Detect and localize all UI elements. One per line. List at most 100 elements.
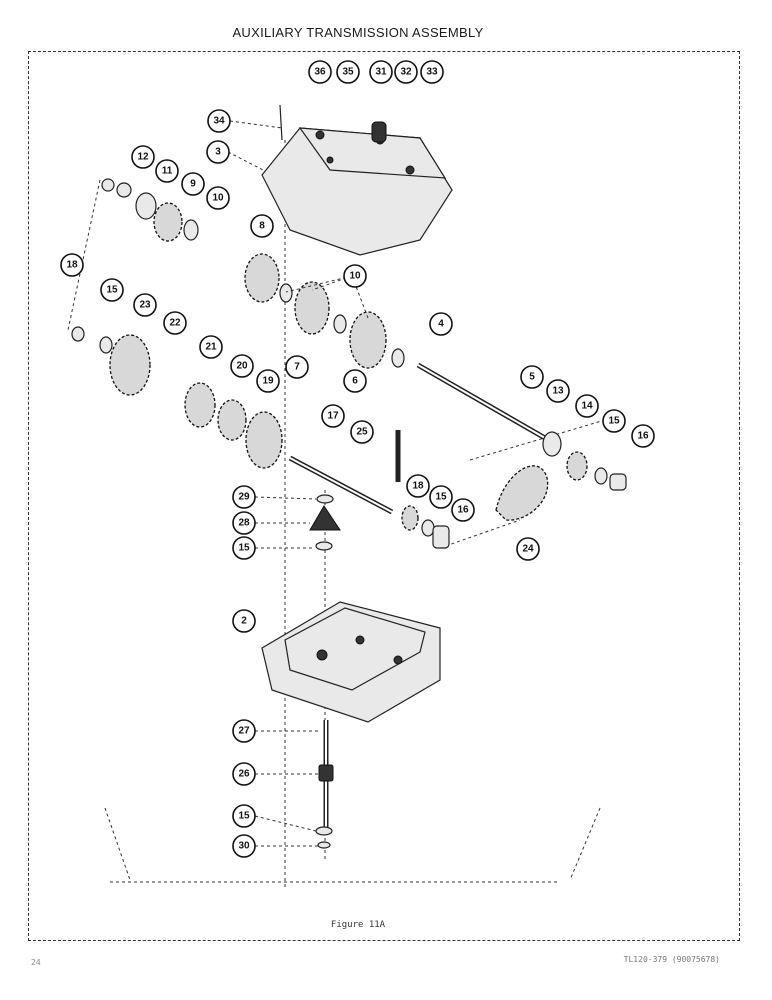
svg-text:29: 29 xyxy=(238,492,250,503)
callout-6: 6 xyxy=(343,369,367,393)
svg-text:16: 16 xyxy=(457,505,469,516)
callout-34: 34 xyxy=(207,109,231,133)
svg-text:4: 4 xyxy=(438,319,444,330)
callout-29: 29 xyxy=(232,485,256,509)
lower-shaft-parts xyxy=(315,764,334,849)
callout-27: 27 xyxy=(232,719,256,743)
left-gear-pack xyxy=(71,326,283,469)
svg-text:15: 15 xyxy=(238,543,250,554)
svg-text:6: 6 xyxy=(352,376,358,387)
svg-text:34: 34 xyxy=(213,116,225,127)
callout-2: 2 xyxy=(232,609,256,633)
callout-32: 32 xyxy=(394,60,418,84)
svg-text:32: 32 xyxy=(400,67,412,78)
callout-10-a: 10 xyxy=(206,186,230,210)
svg-text:27: 27 xyxy=(238,726,250,737)
svg-text:8: 8 xyxy=(259,221,265,232)
svg-text:36: 36 xyxy=(314,67,326,78)
svg-text:30: 30 xyxy=(238,841,250,852)
svg-text:25: 25 xyxy=(356,427,368,438)
callout-11: 11 xyxy=(155,159,179,183)
shafts xyxy=(288,362,547,828)
svg-text:11: 11 xyxy=(162,166,173,177)
svg-text:13: 13 xyxy=(552,386,564,397)
svg-text:10: 10 xyxy=(212,193,224,204)
svg-text:15: 15 xyxy=(106,285,118,296)
svg-text:20: 20 xyxy=(236,361,248,372)
bevel-gear-group xyxy=(309,494,341,551)
svg-text:23: 23 xyxy=(139,300,151,311)
callout-30: 30 xyxy=(232,834,256,858)
callout-15-c: 15 xyxy=(429,485,453,509)
svg-text:3: 3 xyxy=(215,147,221,158)
callout-4: 4 xyxy=(429,312,453,336)
upper-left-bearings xyxy=(101,178,199,242)
callout-labels: 36 35 31 32 33 34 3 12 11 9 10 8 10 18 1… xyxy=(60,60,655,858)
callout-18-b: 18 xyxy=(406,474,430,498)
callout-33: 33 xyxy=(420,60,444,84)
svg-text:15: 15 xyxy=(435,492,447,503)
callout-14: 14 xyxy=(575,394,599,418)
svg-text:14: 14 xyxy=(581,401,593,412)
gear-stack xyxy=(244,253,405,369)
svg-text:15: 15 xyxy=(608,416,620,427)
callout-28: 28 xyxy=(232,511,256,535)
svg-text:24: 24 xyxy=(522,544,534,555)
top-cover-housing xyxy=(261,104,453,256)
svg-text:9: 9 xyxy=(190,179,196,190)
drive-chain xyxy=(495,465,549,521)
svg-text:16: 16 xyxy=(637,431,649,442)
svg-text:31: 31 xyxy=(375,67,387,78)
callout-21: 21 xyxy=(199,335,223,359)
svg-text:21: 21 xyxy=(205,342,217,353)
svg-text:7: 7 xyxy=(294,362,300,373)
right-bearings xyxy=(401,431,627,549)
callout-18-a: 18 xyxy=(60,253,84,277)
callout-24: 24 xyxy=(516,537,540,561)
callout-3: 3 xyxy=(206,140,230,164)
callout-15-b: 15 xyxy=(602,409,626,433)
callout-20: 20 xyxy=(230,354,254,378)
callout-25: 25 xyxy=(350,420,374,444)
svg-text:35: 35 xyxy=(342,67,354,78)
svg-text:12: 12 xyxy=(137,152,149,163)
figure-caption: Figure 11A xyxy=(330,920,386,930)
callout-26: 26 xyxy=(232,762,256,786)
svg-text:18: 18 xyxy=(66,260,78,271)
callout-16-b: 16 xyxy=(451,498,475,522)
callout-9: 9 xyxy=(181,172,205,196)
svg-text:28: 28 xyxy=(238,518,250,529)
callout-22: 22 xyxy=(163,311,187,335)
svg-text:18: 18 xyxy=(412,481,424,492)
document-id: TL120-379 (90075678) xyxy=(623,955,720,964)
callout-17: 17 xyxy=(321,404,345,428)
svg-text:17: 17 xyxy=(327,411,339,422)
svg-text:33: 33 xyxy=(426,67,438,78)
page-number: 24 xyxy=(31,958,41,967)
callout-13: 13 xyxy=(546,379,570,403)
svg-text:2: 2 xyxy=(241,616,247,627)
callout-31: 31 xyxy=(369,60,393,84)
callout-12: 12 xyxy=(131,145,155,169)
callout-36: 36 xyxy=(308,60,332,84)
callout-8: 8 xyxy=(250,214,274,238)
callout-10-b: 10 xyxy=(343,264,367,288)
callout-23: 23 xyxy=(133,293,157,317)
svg-text:5: 5 xyxy=(529,372,535,383)
figure-title: AUXILIARY TRANSMISSION ASSEMBLY xyxy=(232,25,484,40)
callout-5: 5 xyxy=(520,365,544,389)
callout-15-d: 15 xyxy=(232,536,256,560)
callout-15-a: 15 xyxy=(100,278,124,302)
svg-text:26: 26 xyxy=(238,769,250,780)
figure-frame xyxy=(28,51,740,941)
callout-15-e: 15 xyxy=(232,804,256,828)
svg-text:22: 22 xyxy=(169,318,181,329)
callout-35: 35 xyxy=(336,60,360,84)
svg-text:15: 15 xyxy=(238,811,250,822)
svg-text:19: 19 xyxy=(262,376,274,387)
callout-19: 19 xyxy=(256,369,280,393)
lower-housing xyxy=(261,601,441,723)
callout-16-a: 16 xyxy=(631,424,655,448)
svg-text:10: 10 xyxy=(349,271,361,282)
